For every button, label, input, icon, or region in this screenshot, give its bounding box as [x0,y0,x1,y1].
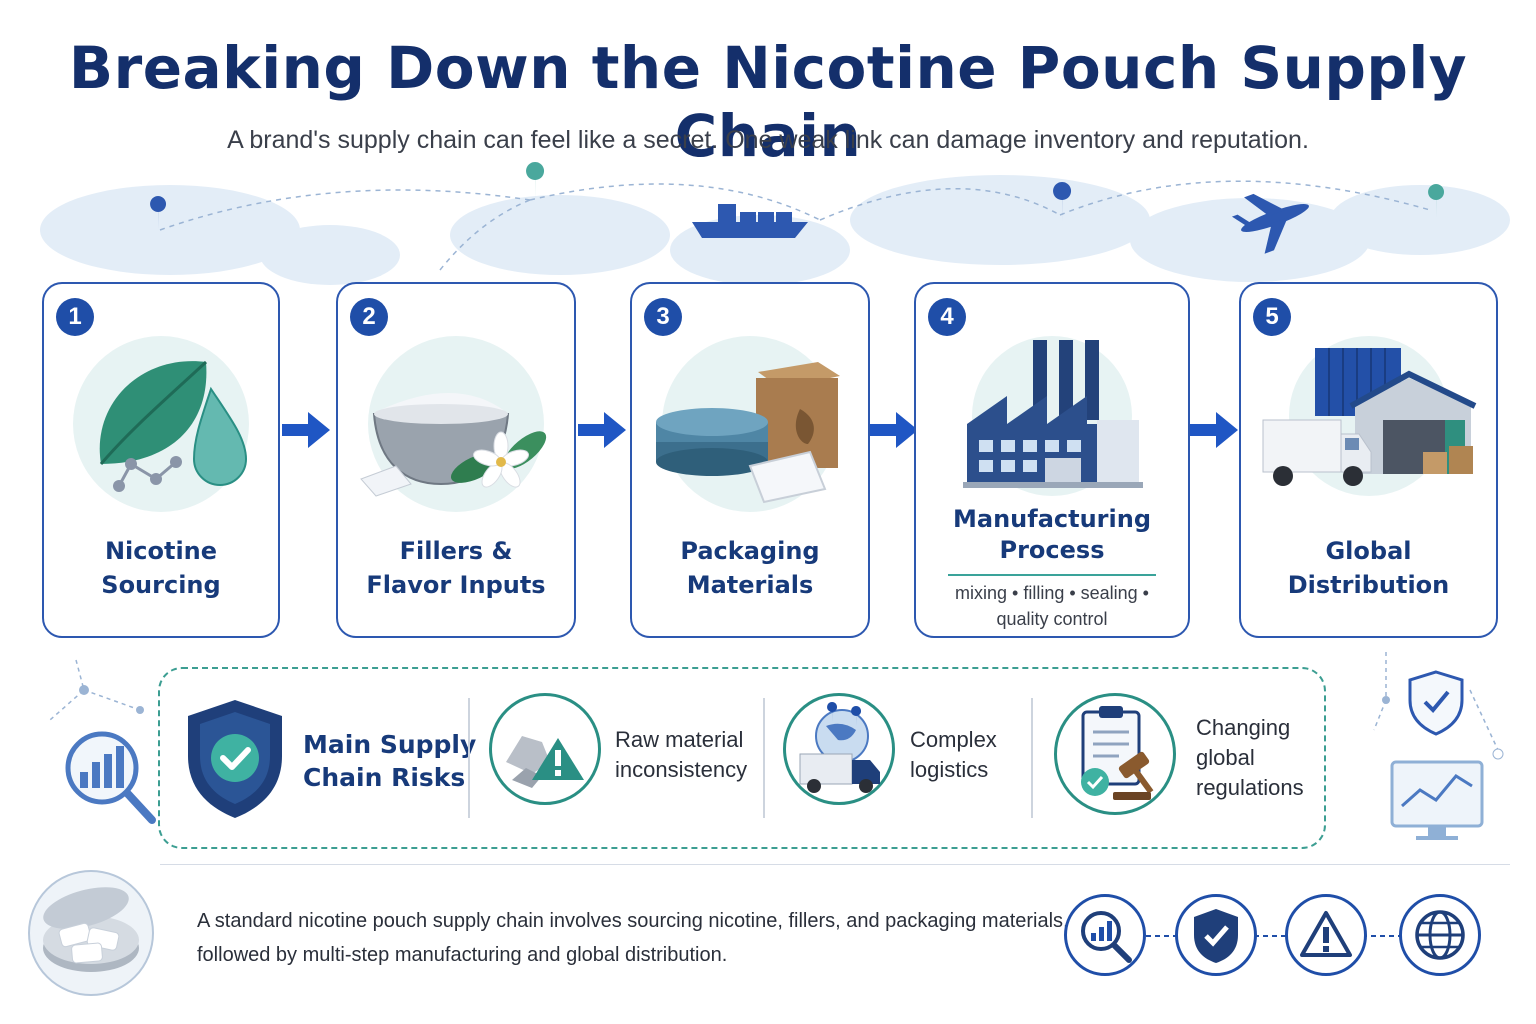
arrow-right-icon [1190,412,1238,448]
tin-box-icon [656,336,840,512]
arrow-right-icon [578,412,626,448]
step-number-badge: 3 [644,298,682,336]
powder-bowl-icon [360,336,547,512]
location-pin-icon [1053,182,1072,222]
step-label: Fillers &Flavor Inputs [366,537,546,599]
page-title: Breaking Down the Nicotine Pouch Supply … [68,34,1468,170]
rock-warning-icon [489,693,601,805]
step-number-badge: 2 [350,298,388,336]
pouch-tin-icon [28,870,154,996]
globe-truck-icon [783,693,895,805]
divider [468,698,470,818]
airplane-icon [1231,193,1309,254]
location-pin-icon [526,162,545,200]
divider [763,698,765,818]
search-chart-icon [1064,894,1146,976]
step-number-badge: 5 [1253,298,1291,336]
divider [160,864,1510,865]
shield-check-icon [188,700,282,818]
factory-icon [963,336,1143,496]
step-card-fillers-flavor: 2 Fillers &Flavor Inputs [336,282,576,638]
supply-chain-risks-panel [158,667,1326,849]
location-pin-icon [150,196,167,230]
leaf-drop-icon [73,336,249,512]
clipboard-gavel-icon [1054,693,1176,815]
arrow-right-icon [870,412,918,448]
shield-monitor-icon [1373,652,1504,840]
truck-warehouse-icon [1262,336,1476,496]
globe-icon [1399,894,1481,976]
world-map-background [40,162,1510,285]
arrow-right-icon [282,412,330,448]
shield-check-icon [1175,894,1257,976]
location-pin-icon [1428,184,1445,218]
manufacturing-steps-text: mixing • filling • sealing •quality cont… [955,583,1149,629]
divider [948,574,1156,576]
footer-summary: A standard nicotine pouch supply chain i… [197,910,1069,966]
cargo-ship-icon [692,204,808,238]
warning-icon [1285,894,1367,976]
step-number-badge: 4 [928,298,966,336]
magnifier-chart-icon [49,659,156,824]
divider [1031,698,1033,818]
step-number-badge: 1 [56,298,94,336]
page-subtitle: A brand's supply chain can feel like a s… [227,126,1309,154]
